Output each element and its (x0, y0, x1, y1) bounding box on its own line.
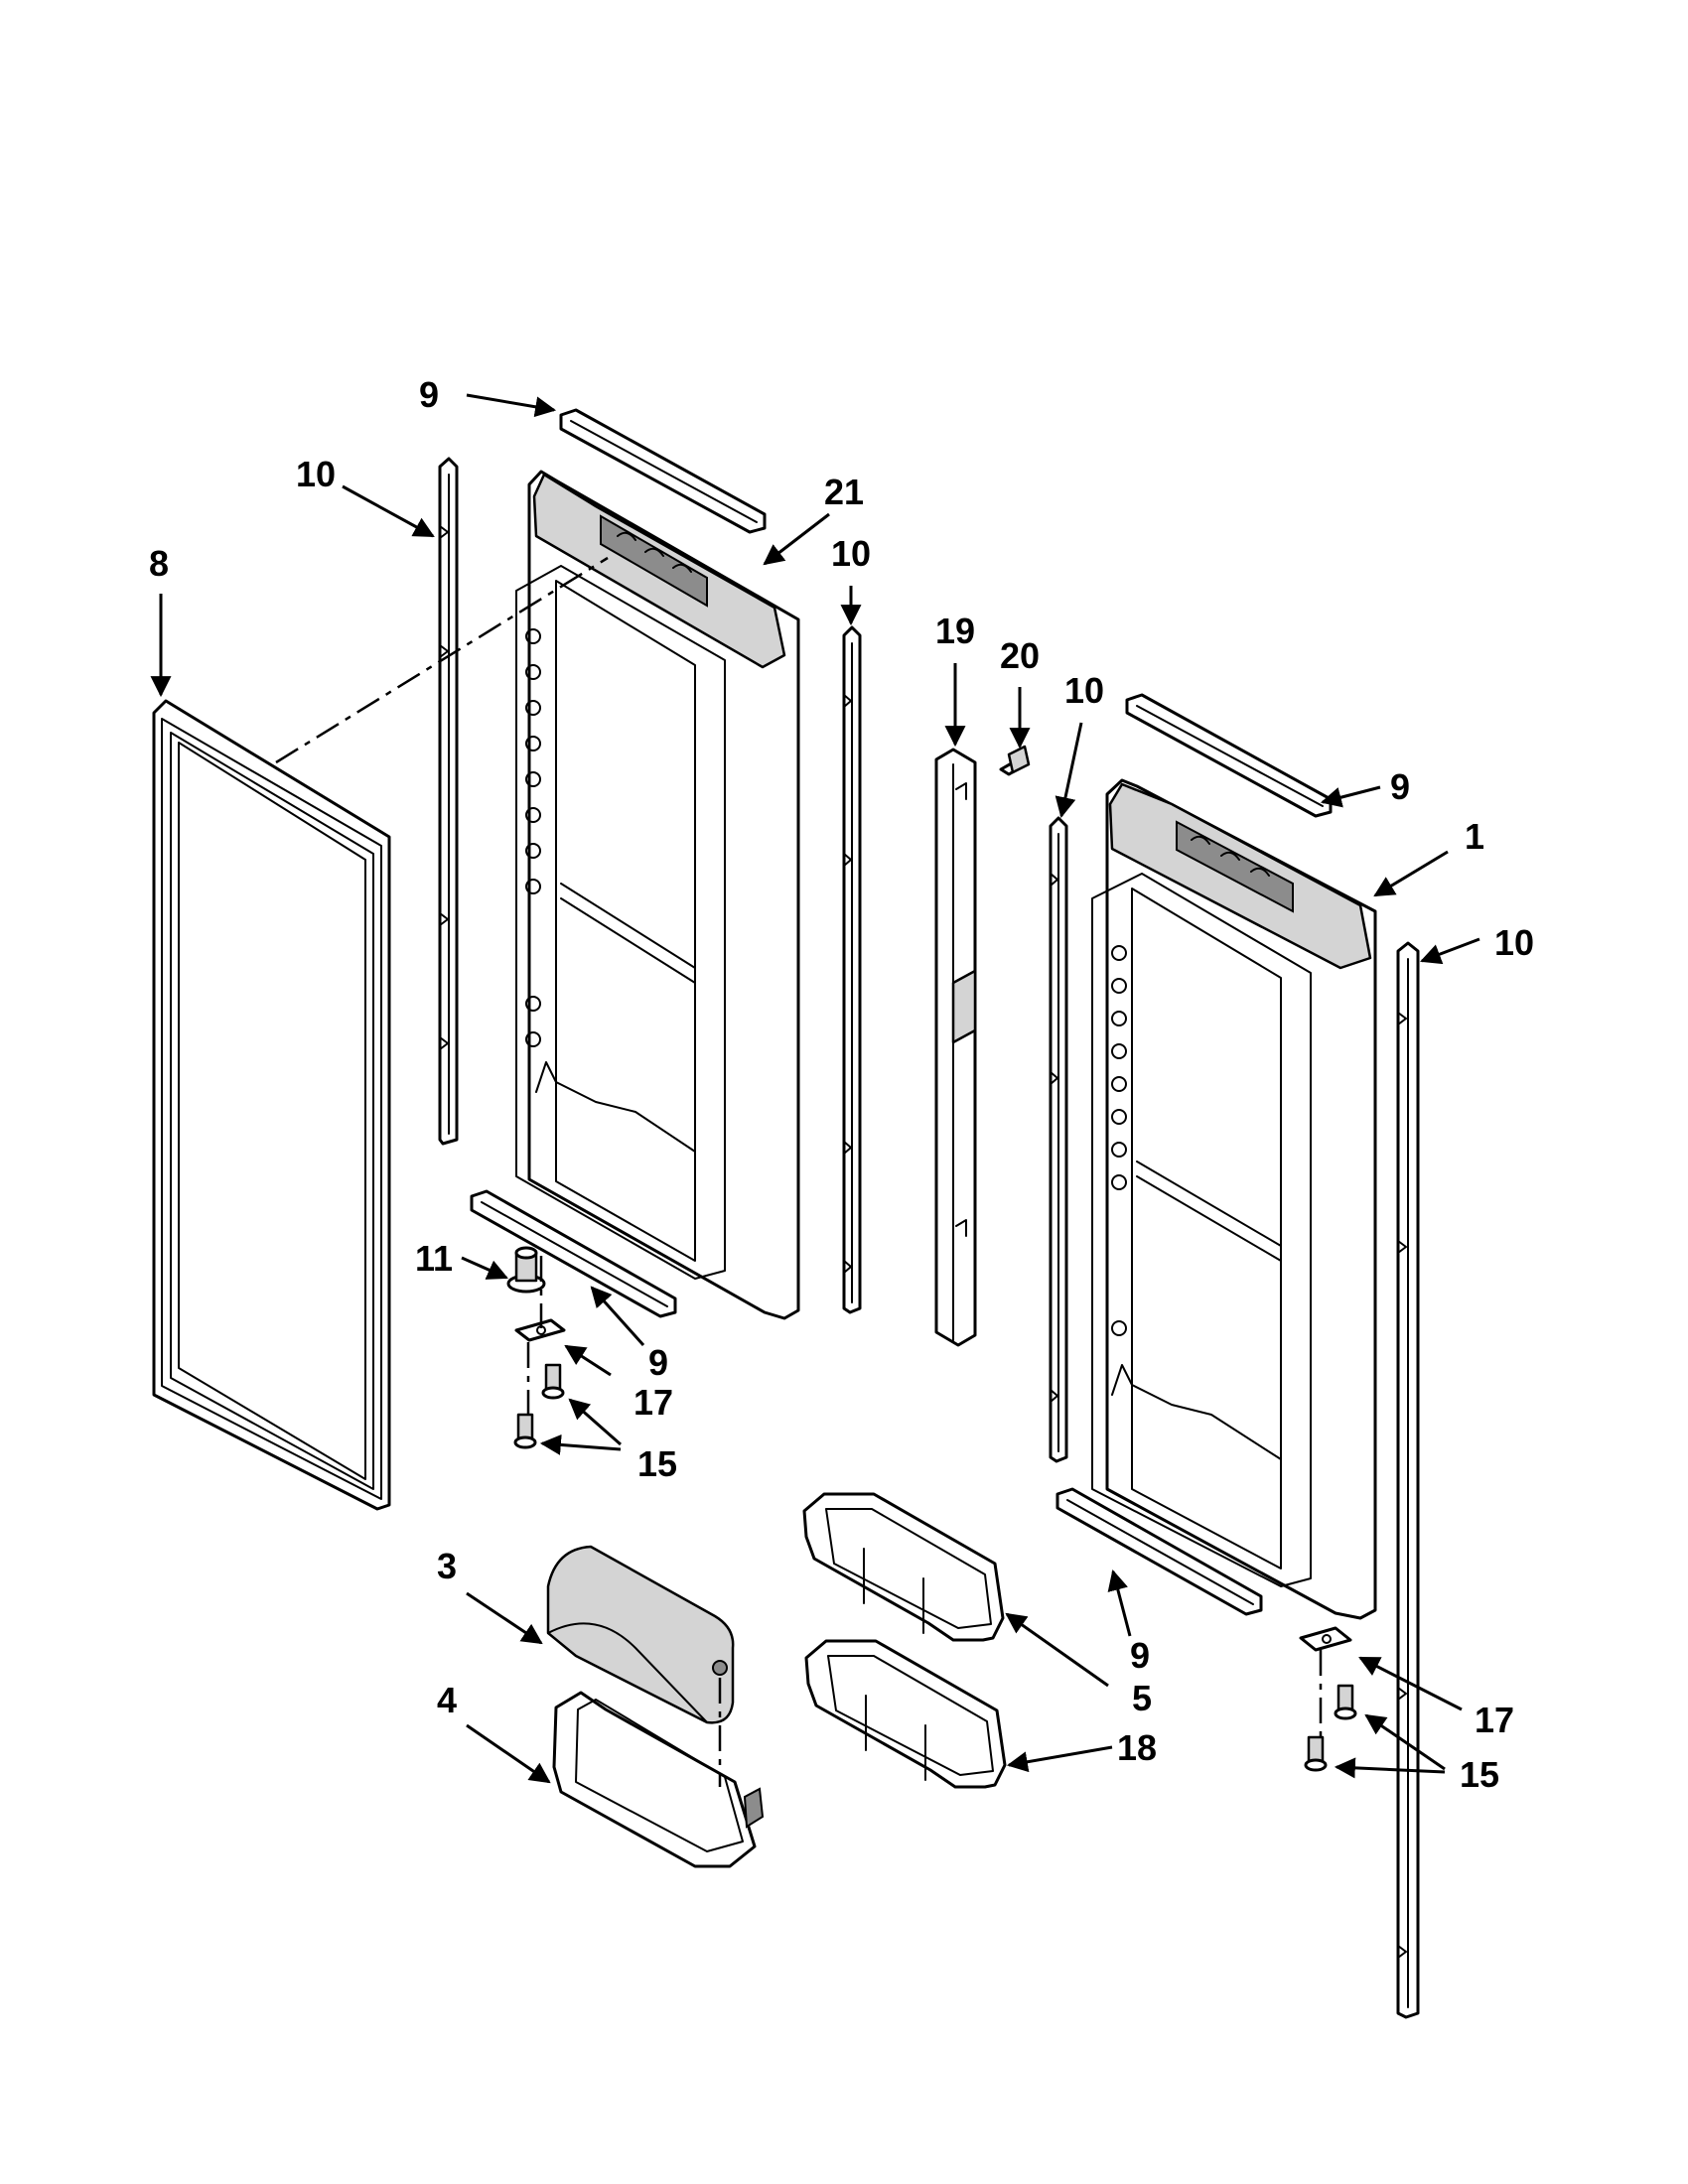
callout-15-right-screws: 15 (1460, 1754, 1499, 1795)
callout-11-hinge-pin: 11 (415, 1238, 453, 1279)
callout-3-bin-cover: 3 (437, 1546, 457, 1586)
hinge-shim-right (1299, 1626, 1352, 1652)
callout-9-bottom-right: 9 (1130, 1635, 1150, 1676)
callout-4-bin: 4 (437, 1680, 457, 1720)
flip-mullion (934, 748, 977, 1347)
shelf-clips-right (1111, 945, 1127, 1336)
callout-10-middle-trim: 10 (831, 533, 871, 574)
callout-19-mullion: 19 (935, 611, 975, 651)
right-door-liner (1091, 778, 1377, 1620)
trim-strip-top-right (1125, 693, 1333, 818)
callout-10-right-inner-trim: 10 (1064, 670, 1104, 711)
callout-9-bottom-left: 9 (648, 1342, 668, 1383)
trim-strip-bottom-left (470, 1189, 677, 1318)
hinge-screws-right (1304, 1684, 1357, 1772)
door-trim-left (438, 457, 459, 1146)
door-gasket (152, 699, 391, 1511)
callout-15-left-screws: 15 (637, 1443, 677, 1484)
trim-strip-bottom-right (1055, 1487, 1263, 1616)
callout-9-top-right: 9 (1390, 766, 1410, 807)
hinge-screws-left (513, 1363, 565, 1449)
callout-10-right-outer-trim: 10 (1494, 922, 1534, 963)
callout-8-gasket: 8 (149, 543, 169, 584)
callout-1-right-liner: 1 (1465, 816, 1484, 857)
trim-strip-top-left (559, 408, 767, 534)
callout-21-left-liner: 21 (824, 472, 864, 512)
callout-20-screw: 20 (1000, 635, 1040, 676)
door-bin-upper (802, 1492, 1005, 1642)
callout-5-door-bin: 5 (1132, 1678, 1152, 1718)
callout-17-left-shim: 17 (633, 1382, 673, 1423)
callout-labels: 9 10 8 21 10 19 20 10 9 1 10 11 9 17 15 … (149, 374, 1534, 1795)
mullion-screw (999, 745, 1031, 776)
left-door-liner (515, 470, 800, 1320)
bin-cover (546, 1545, 735, 1724)
assembly-dash-lines (275, 556, 1323, 1787)
callout-leaders (150, 393, 1480, 1784)
door-trim-right-outer (1396, 941, 1420, 2019)
shelf-clips-left (525, 628, 541, 1047)
door-bin-lower (804, 1639, 1007, 1789)
hinge-pin (506, 1246, 546, 1294)
callout-9-top-left: 9 (419, 374, 439, 415)
door-trim-middle (842, 625, 862, 1314)
callout-18-door-bin: 18 (1117, 1727, 1157, 1768)
door-trim-right-inner (1049, 816, 1068, 1463)
callout-17-right-shim: 17 (1475, 1700, 1514, 1740)
door-bin-small (552, 1691, 765, 1868)
callout-10-left-trim: 10 (296, 454, 336, 494)
